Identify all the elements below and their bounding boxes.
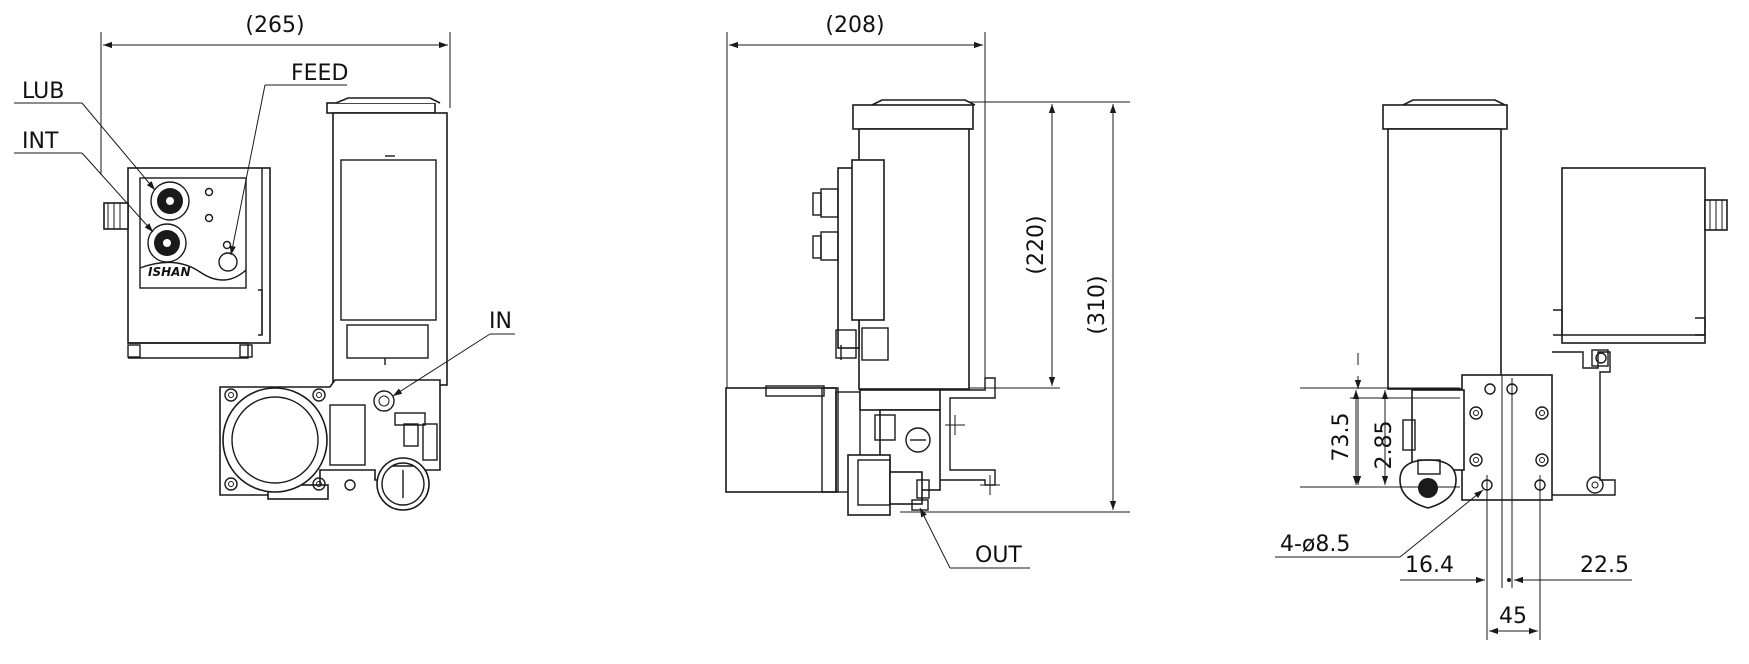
label-in: IN bbox=[489, 309, 512, 334]
label-lub: LUB bbox=[22, 79, 64, 104]
label-out: OUT bbox=[975, 543, 1022, 568]
dim-22-5: 22.5 bbox=[1580, 553, 1629, 578]
dim-height-total: (310) bbox=[1085, 275, 1110, 334]
dim-h-73-5: 73.5 bbox=[1329, 413, 1354, 462]
dim-holes: 4-ø8.5 bbox=[1280, 532, 1350, 557]
brand-logo: ISHAN bbox=[148, 265, 190, 279]
front-view: (265) ISHAN bbox=[14, 13, 515, 511]
dim-45: 45 bbox=[1499, 604, 1527, 629]
dim-16-4: 16.4 bbox=[1405, 553, 1454, 578]
label-int: INT bbox=[22, 129, 59, 154]
label-feed: FEED bbox=[291, 61, 348, 86]
dim-width-front: (265) bbox=[245, 13, 304, 38]
dim-width-side: (208) bbox=[825, 13, 884, 38]
side-view: (208) (220) (310) bbox=[725, 13, 1130, 569]
rear-view: 73.5 2.85 4-ø8.5 16.4 22.5 45 bbox=[1275, 99, 1728, 640]
dim-height-tank: (220) bbox=[1024, 215, 1049, 274]
